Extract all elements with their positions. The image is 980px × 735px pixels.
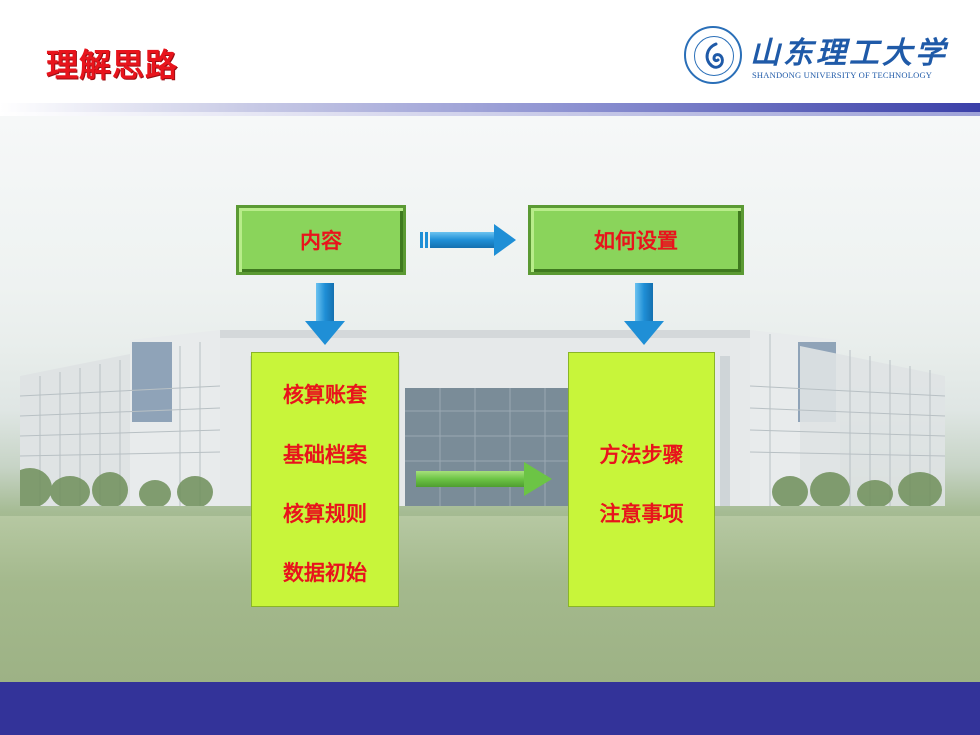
list-item: 核算账套 [283, 382, 367, 407]
content-box: 内容 [236, 205, 406, 275]
down-arrow-icon-left [305, 283, 345, 345]
list-item: 基础档案 [283, 442, 367, 467]
down-arrow-icon-right [624, 283, 664, 345]
left-topic-list: 核算账套 基础档案 核算规则 数据初始 [251, 352, 399, 607]
university-name-cn: 山东理工大学 [750, 36, 948, 71]
green-right-arrow-icon [416, 462, 552, 496]
list-item: 方法步骤 [599, 442, 684, 467]
content-box-label: 内容 [300, 228, 342, 253]
university-name-en: SHANDONG UNIVERSITY OF TECHNOLOGY [752, 70, 933, 80]
list-item: 注意事项 [599, 501, 684, 526]
right-arrow-icon [420, 224, 516, 256]
slide-header: 理解思路 山东理工大学 SHANDONG UNIVERSITY OF TECHN… [0, 0, 980, 108]
list-item: 数据初始 [283, 560, 367, 585]
grass-lawn [0, 516, 980, 682]
how-to-set-box-label: 如何设置 [594, 228, 678, 253]
how-to-set-box: 如何设置 [528, 205, 744, 275]
footer-bar [0, 682, 980, 735]
slide-title: 理解思路 [46, 46, 179, 84]
header-gradient-band-lower [0, 112, 980, 116]
university-seal-icon [684, 26, 742, 84]
right-topic-list: 方法步骤 注意事项 [568, 352, 715, 607]
university-logo: 山东理工大学 SHANDONG UNIVERSITY OF TECHNOLOGY [684, 26, 945, 86]
list-item: 核算规则 [283, 501, 367, 526]
campus-background-photo [0, 116, 980, 682]
